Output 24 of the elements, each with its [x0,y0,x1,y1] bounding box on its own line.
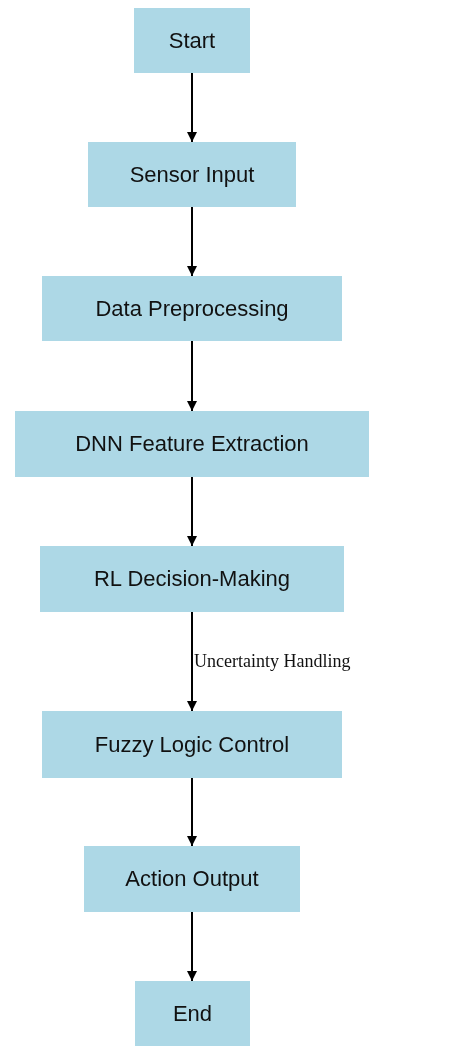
process-box [134,8,250,73]
node-label: Data Preprocessing [95,295,289,322]
arrow [187,911,197,982]
arrow [187,476,197,547]
process-box [84,846,300,912]
edge-label: Uncertainty Handling [194,651,351,672]
arrow [187,340,197,412]
node-label: RL Decision-Making [93,566,290,592]
node-label: DNN Feature Extraction [75,431,309,457]
node-label: Action Output [125,866,259,892]
process-box [135,981,250,1046]
process-box [15,411,369,477]
node-label: End [172,1000,213,1027]
arrow [187,72,197,143]
arrow [187,777,197,847]
arrow [187,611,197,712]
arrow [187,206,197,277]
node-label: Sensor Input [129,161,255,188]
process-box [42,276,342,341]
process-box [42,711,342,778]
node-label: Fuzzy Logic Control [94,731,290,758]
node-label: Start [168,27,216,54]
process-box [40,546,344,612]
process-box [88,142,296,207]
